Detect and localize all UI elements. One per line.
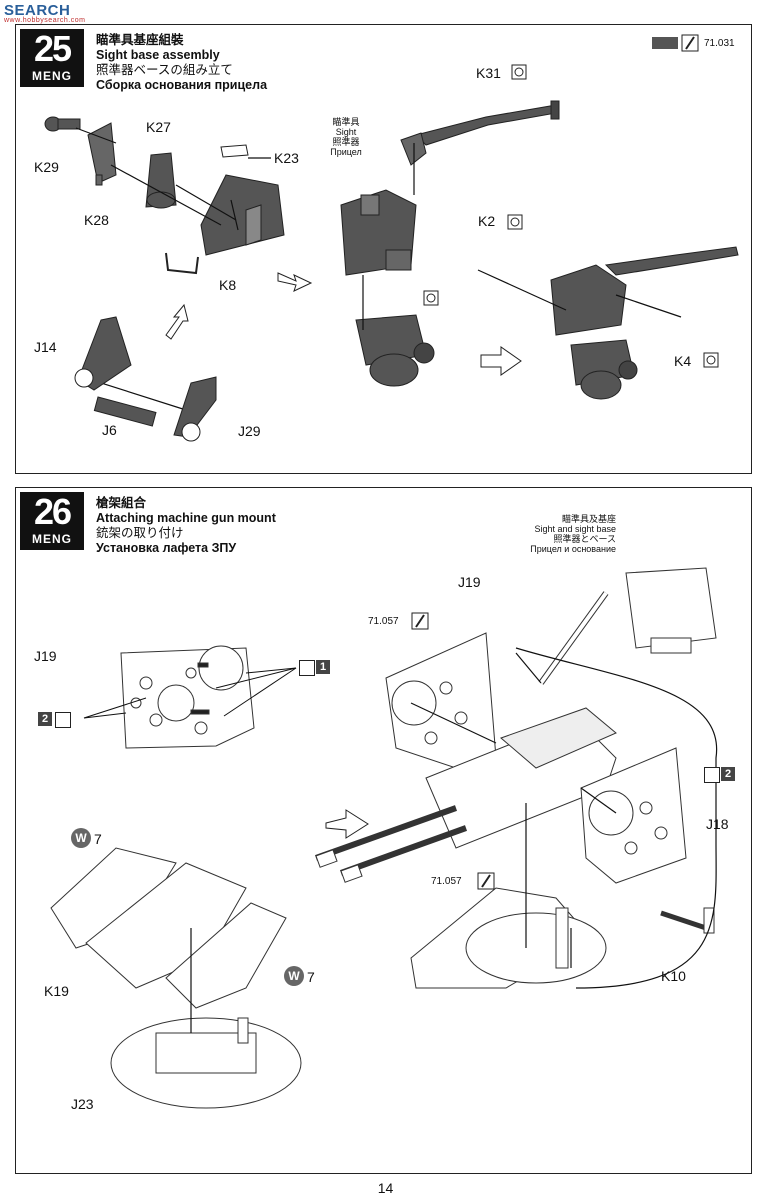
label-j29: J29 bbox=[238, 423, 261, 439]
page-number: 14 bbox=[377, 1180, 394, 1196]
label-k31: K31 bbox=[476, 65, 501, 81]
label-k2: K2 bbox=[478, 213, 496, 229]
part-j14-j6-j29-icon bbox=[74, 316, 217, 442]
step-number-badge: 25 MENG bbox=[20, 29, 84, 87]
title-ru: Установка лафета ЗПУ bbox=[96, 541, 237, 555]
step-26-panel: 26 MENG 槍架組合 Attaching machine gun mount… bbox=[15, 487, 752, 1174]
part-j19-plate-icon bbox=[385, 632, 497, 769]
label-k23: K23 bbox=[274, 150, 299, 166]
step-title-block: 瞄準具基座組裝 Sight base assembly 照準器ベースの組み立て … bbox=[96, 33, 267, 93]
next-step-arrow-icon bbox=[325, 809, 369, 839]
step-number-badge: 26 MENG bbox=[20, 492, 84, 550]
sight-assembly-icon bbox=[340, 189, 435, 387]
part-k28-icon bbox=[87, 122, 117, 186]
rod-k4-icon bbox=[615, 294, 682, 318]
paint-code: 71.031 bbox=[704, 38, 735, 49]
title-en: Sight base assembly bbox=[96, 48, 220, 62]
title-zh: 槍架組合 bbox=[96, 496, 147, 510]
weathering-number-2: 7 bbox=[307, 969, 315, 985]
part-j23-base-icon bbox=[110, 1017, 302, 1109]
part-k8-icon bbox=[165, 252, 199, 275]
label-k28: K28 bbox=[84, 212, 109, 228]
next-step-arrow-icon bbox=[277, 272, 313, 292]
title-ru: Сборка основания прицела bbox=[96, 78, 268, 92]
step-number: 26 bbox=[33, 491, 72, 532]
label-k19: K19 bbox=[44, 983, 69, 999]
cement-icon bbox=[423, 64, 719, 368]
machine-gun-body-icon bbox=[314, 707, 617, 883]
part-k10-icon bbox=[660, 907, 715, 934]
label-j14: J14 bbox=[34, 339, 57, 355]
brand-logo: MENG bbox=[32, 69, 72, 83]
decal-2-number: 2 bbox=[38, 712, 52, 726]
part-k19-seat-icon bbox=[50, 847, 287, 1009]
step-25-panel: 25 MENG 瞄準具基座組裝 Sight base assembly 照準器ベ… bbox=[15, 24, 752, 474]
title-ja: 銃架の取り付け bbox=[96, 526, 184, 540]
part-k29-icon bbox=[44, 116, 81, 132]
title-en: Attaching machine gun mount bbox=[96, 511, 276, 525]
label-j18: J18 bbox=[706, 816, 729, 832]
weathering-badge-2-icon: W bbox=[284, 966, 304, 986]
part-j19-detail-icon bbox=[83, 645, 297, 749]
weathering-number-1: 7 bbox=[94, 831, 102, 847]
step-title-block: 槍架組合 Attaching machine gun mount 銃架の取り付け… bbox=[96, 496, 276, 556]
label-k10: K10 bbox=[661, 968, 686, 984]
sight-base-icon bbox=[538, 567, 717, 685]
paint-code-1: 71.057 bbox=[368, 616, 399, 627]
title-zh: 瞄準具基座組裝 bbox=[96, 33, 184, 47]
gun-mount-base-icon bbox=[410, 887, 607, 989]
brand-logo: MENG bbox=[32, 532, 72, 546]
label-k27: K27 bbox=[146, 119, 171, 135]
label-j19: J19 bbox=[458, 574, 481, 590]
part-k27-icon bbox=[145, 152, 177, 209]
final-sight-assembly-icon bbox=[550, 246, 739, 400]
title-ja: 照準器ベースの組み立て bbox=[96, 63, 233, 77]
assembly-arrows bbox=[190, 647, 718, 1033]
step-number: 25 bbox=[33, 28, 72, 69]
label-j19-detail: J19 bbox=[34, 648, 57, 664]
label-k8: K8 bbox=[219, 277, 237, 293]
part-k23-icon bbox=[200, 144, 285, 256]
step-25-illustration bbox=[44, 34, 739, 442]
label-k4: K4 bbox=[674, 353, 692, 369]
brush-icon bbox=[411, 612, 495, 890]
label-k29: K29 bbox=[34, 159, 59, 175]
label-j6: J6 bbox=[102, 422, 117, 438]
rod-k2-icon bbox=[477, 269, 567, 311]
part-k31-icon bbox=[400, 100, 560, 166]
decal-2b-number: 2 bbox=[721, 767, 735, 781]
label-j23: J23 bbox=[71, 1096, 94, 1112]
decal-1-icon bbox=[299, 660, 315, 676]
decal-2-icon bbox=[55, 712, 71, 728]
next-step-arrow-2-icon bbox=[480, 346, 522, 376]
paint-code-2: 71.057 bbox=[431, 876, 462, 887]
up-arrow-icon bbox=[165, 303, 189, 340]
decal-2b-icon bbox=[704, 767, 720, 783]
paint-chip-icon bbox=[652, 37, 678, 49]
decal-1-number: 1 bbox=[316, 660, 330, 674]
step-26-illustration bbox=[50, 567, 718, 1109]
weathering-badge-icon: W bbox=[71, 828, 91, 848]
